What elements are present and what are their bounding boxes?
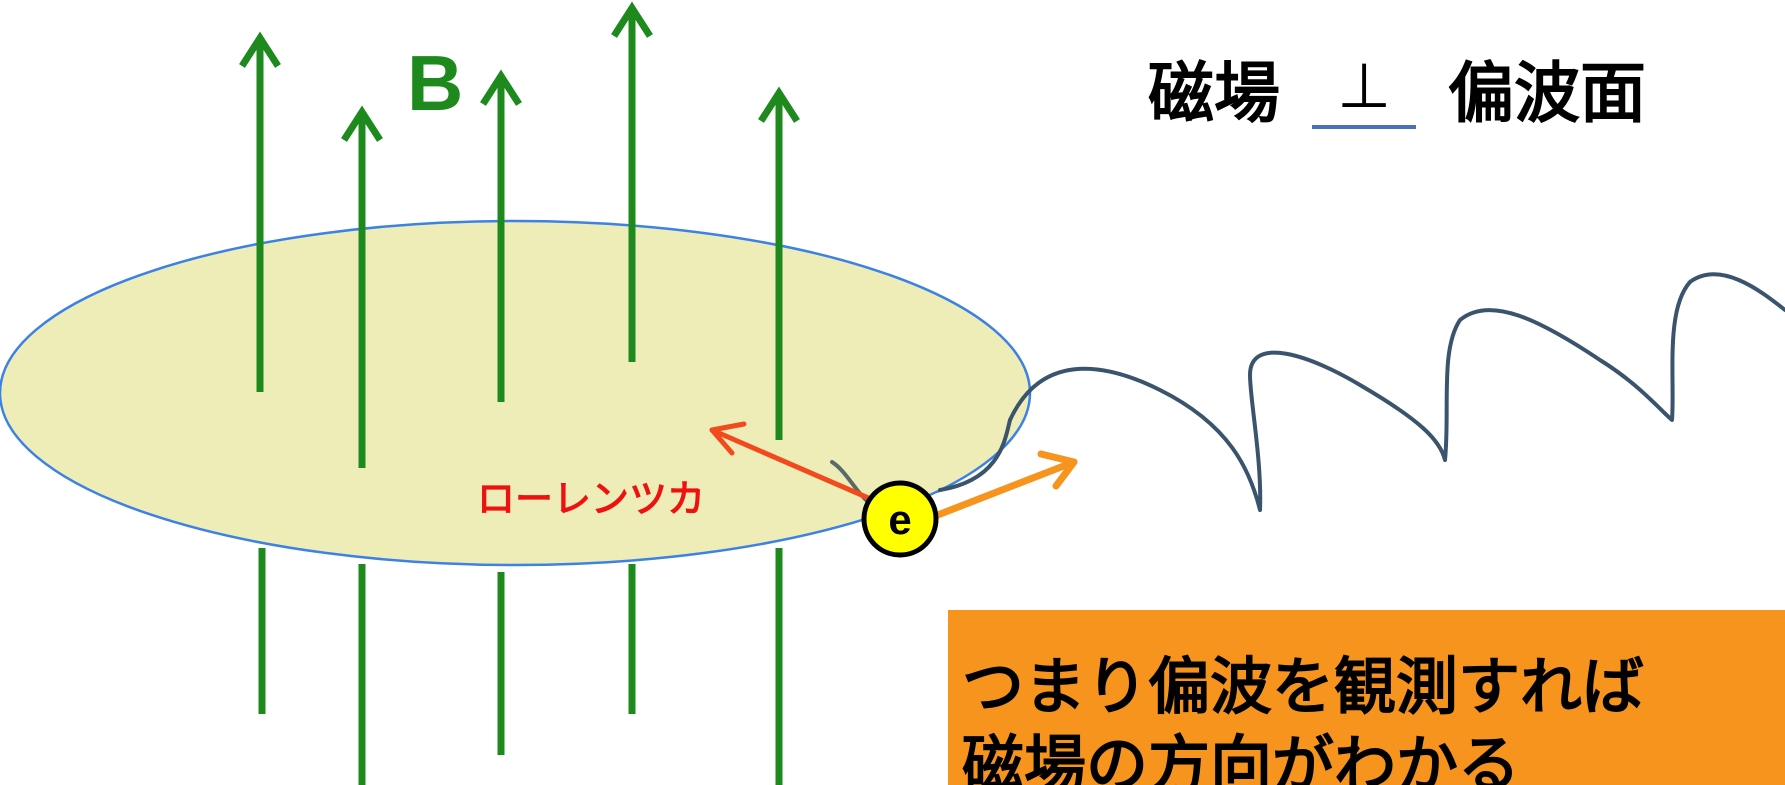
lorentz-force-arrow: [709, 421, 899, 513]
wave-origin-segment: [938, 418, 1012, 492]
electron-label: e: [888, 496, 911, 543]
conclusion-line-2: 磁場の方向がわかる: [962, 728, 1521, 785]
title-polarization-plane: 偏波面: [1448, 55, 1646, 132]
title-magnetic-field: 磁場: [1148, 55, 1280, 132]
field-label-b: B: [407, 39, 463, 127]
electron-circle: [861, 480, 939, 558]
perpendicular-symbol: ⊥: [1312, 47, 1416, 129]
field-arrow-3: [480, 69, 522, 402]
lorentz-force-label: ローレンツカ: [477, 477, 705, 521]
velocity-arrow: [926, 450, 1078, 522]
polarized-wave: [1008, 272, 1785, 512]
field-lines-lower: [258, 548, 783, 785]
field-arrow-1: [239, 31, 281, 392]
field-arrow-5: [758, 86, 800, 440]
electron: e: [861, 480, 939, 558]
field-lines-upper: [239, 1, 800, 468]
conclusion-line-1: つまり偏波を観測すれば: [962, 650, 1645, 723]
field-arrow-4: [611, 1, 653, 362]
conclusion-box: つまり偏波を観測すれば 磁場の方向がわかる: [948, 610, 1785, 785]
field-arrow-2: [341, 105, 383, 468]
diagram-title: 磁場 ⊥ 偏波面: [1148, 38, 1646, 138]
